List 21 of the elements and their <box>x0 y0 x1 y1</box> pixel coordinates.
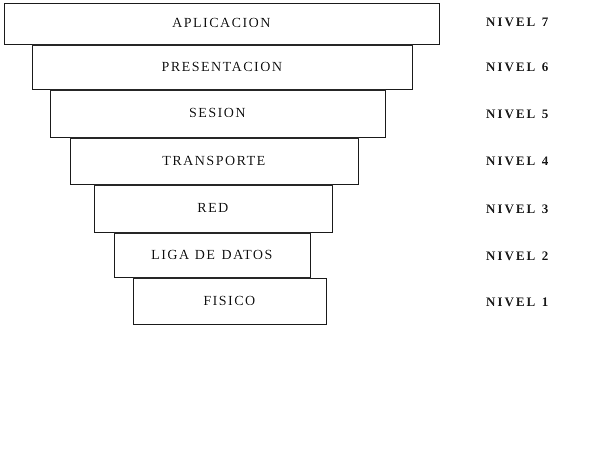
level-label: NIVEL 6 <box>486 59 550 75</box>
level-label: NIVEL 7 <box>486 14 550 30</box>
level-label: NIVEL 5 <box>486 106 550 122</box>
level-label: NIVEL 2 <box>486 248 550 264</box>
level-label: NIVEL 1 <box>486 294 550 310</box>
layer-name: TRANSPORTE <box>162 154 267 170</box>
layer-name: FISICO <box>203 294 257 310</box>
level-label: NIVEL 4 <box>486 153 550 169</box>
layer-box <box>32 45 413 90</box>
layer-box <box>94 185 333 233</box>
layer-name: LIGA DE DATOS <box>151 248 274 264</box>
layer-box <box>133 278 327 325</box>
layer-box <box>4 3 440 45</box>
layer-box <box>50 90 386 138</box>
layer-box <box>114 233 311 278</box>
layer-box <box>70 138 359 185</box>
layer-name: APLICACION <box>172 16 272 32</box>
level-label: NIVEL 3 <box>486 201 550 217</box>
layer-name: PRESENTACION <box>162 60 284 76</box>
layer-name: SESION <box>188 106 247 122</box>
layer-name: RED <box>197 201 230 217</box>
